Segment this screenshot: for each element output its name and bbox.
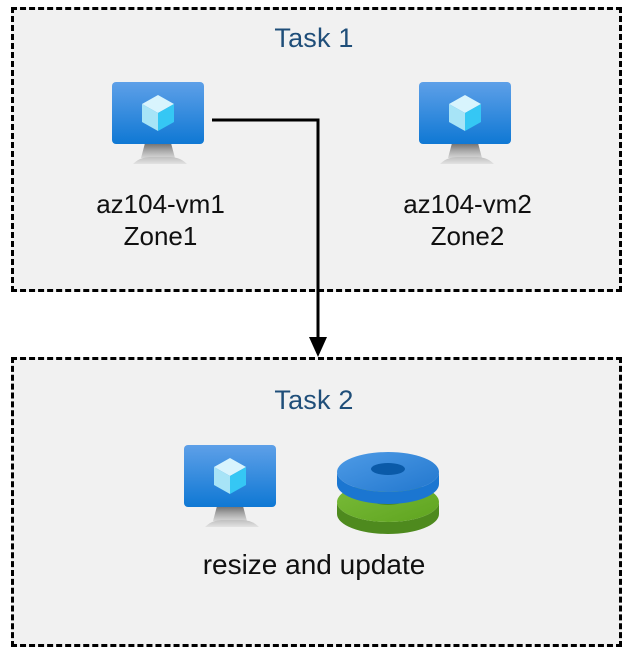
- node-label-az104-vm2: az104-vm2 Zone2: [403, 189, 532, 252]
- node-vm-resize[interactable]: [120, 443, 345, 551]
- node-az104-vm2[interactable]: az104-vm2 Zone2: [355, 80, 580, 252]
- disk-blue: [337, 452, 439, 504]
- node-label-az104-vm1: az104-vm1 Zone1: [96, 189, 225, 252]
- arrowhead-icon: [309, 337, 327, 357]
- task2-caption: resize and update: [202, 549, 426, 580]
- node-az104-vm1[interactable]: az104-vm1 Zone1: [48, 80, 273, 252]
- task-group-title-task2: Task 2: [274, 385, 354, 415]
- azure-managed-disks-icon[interactable]: [333, 443, 443, 535]
- azure-virtual-machine-icon: [183, 445, 276, 527]
- azure-virtual-machine-icon: [418, 82, 511, 164]
- task-group-box-task2: [11, 357, 622, 647]
- azure-virtual-machine-icon: [111, 82, 204, 164]
- task-group-title-task1: Task 1: [274, 23, 354, 53]
